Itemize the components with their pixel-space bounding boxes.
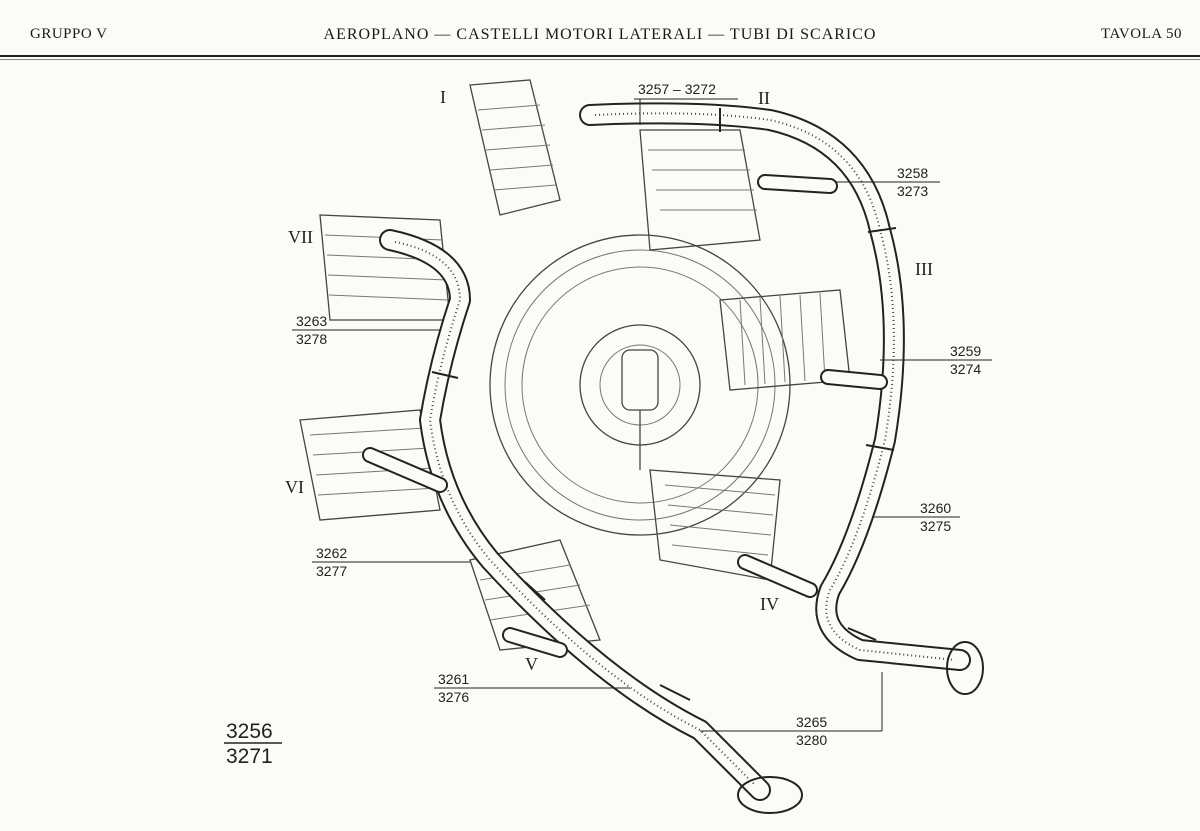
plate-number: TAVOLA 50 xyxy=(1101,26,1182,42)
svg-text:3273: 3273 xyxy=(897,183,928,199)
header-rule xyxy=(0,55,1200,57)
cylinder-VI-label: VI xyxy=(285,477,304,497)
svg-text:3256: 3256 xyxy=(226,720,273,743)
svg-text:3278: 3278 xyxy=(296,331,327,347)
part-label-3258: 3258 3273 xyxy=(835,165,940,199)
part-label-3259: 3259 3274 xyxy=(880,343,992,377)
svg-text:3274: 3274 xyxy=(950,361,981,377)
svg-text:3260: 3260 xyxy=(920,500,951,516)
cylinder-VII-label: VII xyxy=(288,227,313,247)
svg-text:3277: 3277 xyxy=(316,563,347,579)
svg-text:3271: 3271 xyxy=(226,745,273,768)
svg-text:3258: 3258 xyxy=(897,165,928,181)
part-label-3261: 3261 3276 xyxy=(434,671,630,705)
cylinder-III-label: III xyxy=(915,259,933,279)
part-label-3257: 3257 – 3272 xyxy=(634,81,738,125)
right-exhaust-pipe xyxy=(579,102,984,695)
group-label: GRUPPO V xyxy=(30,26,108,42)
svg-text:3257 – 3272: 3257 – 3272 xyxy=(638,81,716,97)
svg-text:3275: 3275 xyxy=(920,518,951,534)
part-label-3262: 3262 3277 xyxy=(312,545,470,579)
page-header: GRUPPO V AEROPLANO — CASTELLI MOTORI LAT… xyxy=(0,0,1200,60)
svg-text:3280: 3280 xyxy=(796,732,827,748)
assembly-number: 3256 3271 xyxy=(224,720,282,768)
svg-text:3276: 3276 xyxy=(438,689,469,705)
cylinder-I-label: I xyxy=(440,87,446,107)
svg-text:3259: 3259 xyxy=(950,343,981,359)
header-rule-thin xyxy=(0,59,1200,60)
svg-text:3262: 3262 xyxy=(316,545,347,561)
cylinder-V-label: V xyxy=(525,654,538,674)
svg-text:3265: 3265 xyxy=(796,714,827,730)
part-label-3265: 3265 3280 xyxy=(700,672,883,748)
part-label-3260: 3260 3275 xyxy=(872,500,960,534)
left-exhaust-pipe xyxy=(362,229,803,814)
plate-title: AEROPLANO — CASTELLI MOTORI LATERALI — T… xyxy=(323,26,877,43)
svg-text:3261: 3261 xyxy=(438,671,469,687)
cylinder-IV-label: IV xyxy=(760,594,779,614)
cylinder-II-label: II xyxy=(758,88,770,108)
part-label-3263: 3263 3278 xyxy=(292,313,440,347)
svg-text:3263: 3263 xyxy=(296,313,327,329)
